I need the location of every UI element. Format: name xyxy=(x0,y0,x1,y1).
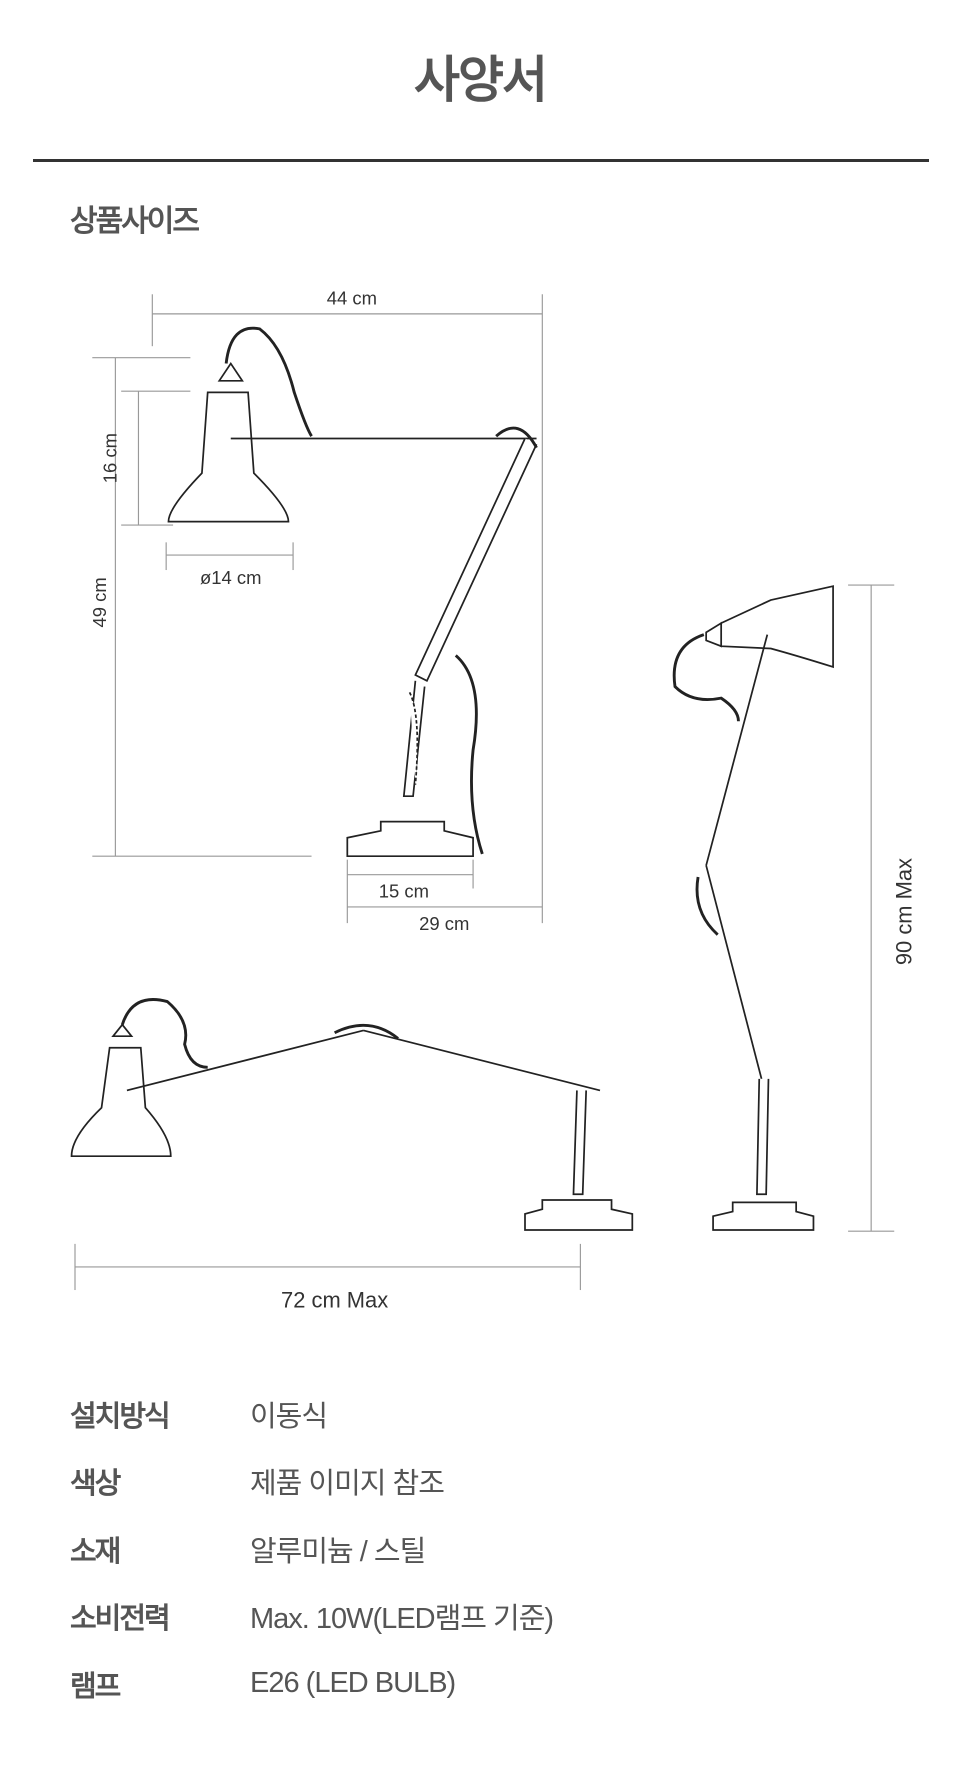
base-reach-label: 29 cm xyxy=(419,913,469,934)
spec-label: 색상 xyxy=(70,1466,121,1501)
max-height-label: 90 cm Max xyxy=(892,858,917,965)
spec-label: 램프 xyxy=(70,1668,121,1703)
width-label: 44 cm xyxy=(327,288,377,309)
lamp-drawings xyxy=(70,326,834,1231)
divider xyxy=(33,159,929,162)
shade-diameter-label: ø14 cm xyxy=(200,567,262,588)
shade-height-label: 16 cm xyxy=(100,433,121,483)
spec-value: 알루미늄 / 스틸 xyxy=(250,1535,426,1568)
height-label: 49 cm xyxy=(89,577,110,627)
spec-table: 설치방식 이동식 색상 제품 이미지 참조 소재 알루미늄 / 스틸 소비전력 Max.… xyxy=(70,1380,554,1718)
spec-row: 설치방식 이동식 xyxy=(70,1380,553,1448)
section-title: 상품사이즈 xyxy=(70,204,200,239)
spec-label: 소비전력 xyxy=(70,1601,171,1636)
max-reach-label: 72 cm Max xyxy=(281,1287,388,1312)
page-title: 사양서 xyxy=(414,51,548,109)
spec-row: 소비전력 Max. 10W(LED램프 기준) xyxy=(70,1583,554,1651)
spec-value: 이동식 xyxy=(250,1400,328,1433)
spec-value: E26 (LED BULB) xyxy=(250,1667,456,1700)
spec-row: 소재 알루미늄 / 스틸 xyxy=(70,1515,553,1583)
spec-value: 제품 이미지 참조 xyxy=(250,1468,445,1501)
spec-row: 램프 E26 (LED BULB) xyxy=(70,1650,553,1718)
spec-label: 설치방식 xyxy=(70,1398,171,1433)
spec-row: 색상 제품 이미지 참조 xyxy=(70,1448,553,1516)
base-diameter-label: 15 cm xyxy=(379,881,429,902)
dimension-lines xyxy=(74,294,895,1291)
spec-label: 소재 xyxy=(70,1533,121,1568)
spec-value: Max. 10W(LED램프 기준) xyxy=(250,1603,554,1636)
